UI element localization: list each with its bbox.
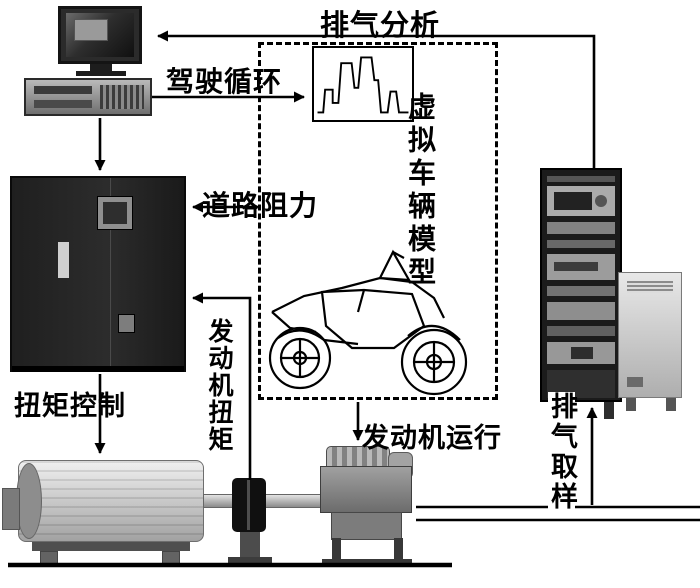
rack-leg-right xyxy=(604,402,614,419)
cabinet-label-sticker xyxy=(58,242,69,278)
rack-module xyxy=(547,240,615,248)
rack-strip xyxy=(547,176,615,182)
rack-module xyxy=(547,302,615,320)
engine-block xyxy=(320,466,412,513)
dynamometer-junction-box xyxy=(2,488,20,530)
arrow-engine-torque xyxy=(192,292,252,480)
cabinet-display xyxy=(97,196,133,230)
monitor-screen xyxy=(66,13,134,57)
label-engine-running: 发动机运行 xyxy=(362,423,502,453)
cabinet-base xyxy=(12,366,184,372)
rack-module xyxy=(547,342,615,364)
drive-cycle-trace xyxy=(317,56,409,114)
side-unit-grille xyxy=(627,281,673,293)
label-engine-torque: 发动机扭矩 xyxy=(205,318,233,453)
rack-module-display xyxy=(547,186,615,216)
engine-stand-leg-left xyxy=(332,538,341,563)
label-torque-control: 扭矩控制 xyxy=(14,391,126,421)
rack-module xyxy=(547,326,615,336)
monitor-stand xyxy=(90,64,112,73)
computer-case xyxy=(24,78,152,116)
side-unit-foot-right xyxy=(666,398,676,411)
engine-stand-leg-right xyxy=(394,538,403,563)
engine-oil-pan xyxy=(331,512,402,540)
cabinet-button xyxy=(118,314,135,333)
rack-module xyxy=(547,286,615,296)
rack-module-slot xyxy=(571,347,593,359)
rack-module-screen xyxy=(554,192,592,210)
exhaust-analyzer-rack xyxy=(540,168,622,402)
cabinet-door-seam xyxy=(110,178,111,370)
virtual-vehicle-model-box xyxy=(258,42,498,400)
motorcycle-drawing xyxy=(268,249,468,396)
coupling-gap xyxy=(247,480,250,530)
case-vents xyxy=(100,85,144,109)
rack-knob xyxy=(595,195,607,207)
dynamometer xyxy=(16,460,204,542)
dyno-controller-cabinet xyxy=(10,176,186,372)
label-driving-cycle: 驾驶循环 xyxy=(166,66,283,97)
rack-module-slot xyxy=(554,262,598,271)
drive-bay xyxy=(34,86,92,94)
computer-monitor xyxy=(58,6,142,64)
monitor-base xyxy=(76,71,126,76)
drive-cycle-polyline xyxy=(317,56,409,114)
bearing-pedestal-base xyxy=(228,557,272,565)
torque-coupling xyxy=(232,478,266,532)
drive-cycle-plot xyxy=(312,46,414,122)
monitor-screen-window xyxy=(74,19,108,41)
dynamometer-base xyxy=(32,542,190,551)
label-exhaust-sampling: 排气取样 xyxy=(547,392,577,512)
cabinet-display-screen xyxy=(103,202,127,224)
label-road-resistance: 道路阻力 xyxy=(202,190,319,221)
rack-module-controls xyxy=(547,254,615,280)
arrow-exhaust-analysis xyxy=(157,30,596,168)
label-virtual-vehicle-model: 虚拟车辆模型 xyxy=(405,92,436,290)
side-unit-foot-left xyxy=(626,398,636,411)
analyzer-side-unit xyxy=(618,272,682,398)
rack-module xyxy=(547,222,615,234)
engine-stand-bar xyxy=(322,559,412,565)
drive-bay-2 xyxy=(34,100,92,108)
label-exhaust-analysis: 排气分析 xyxy=(320,10,441,42)
bearing-pedestal xyxy=(240,532,260,560)
side-unit-switch xyxy=(627,377,643,387)
